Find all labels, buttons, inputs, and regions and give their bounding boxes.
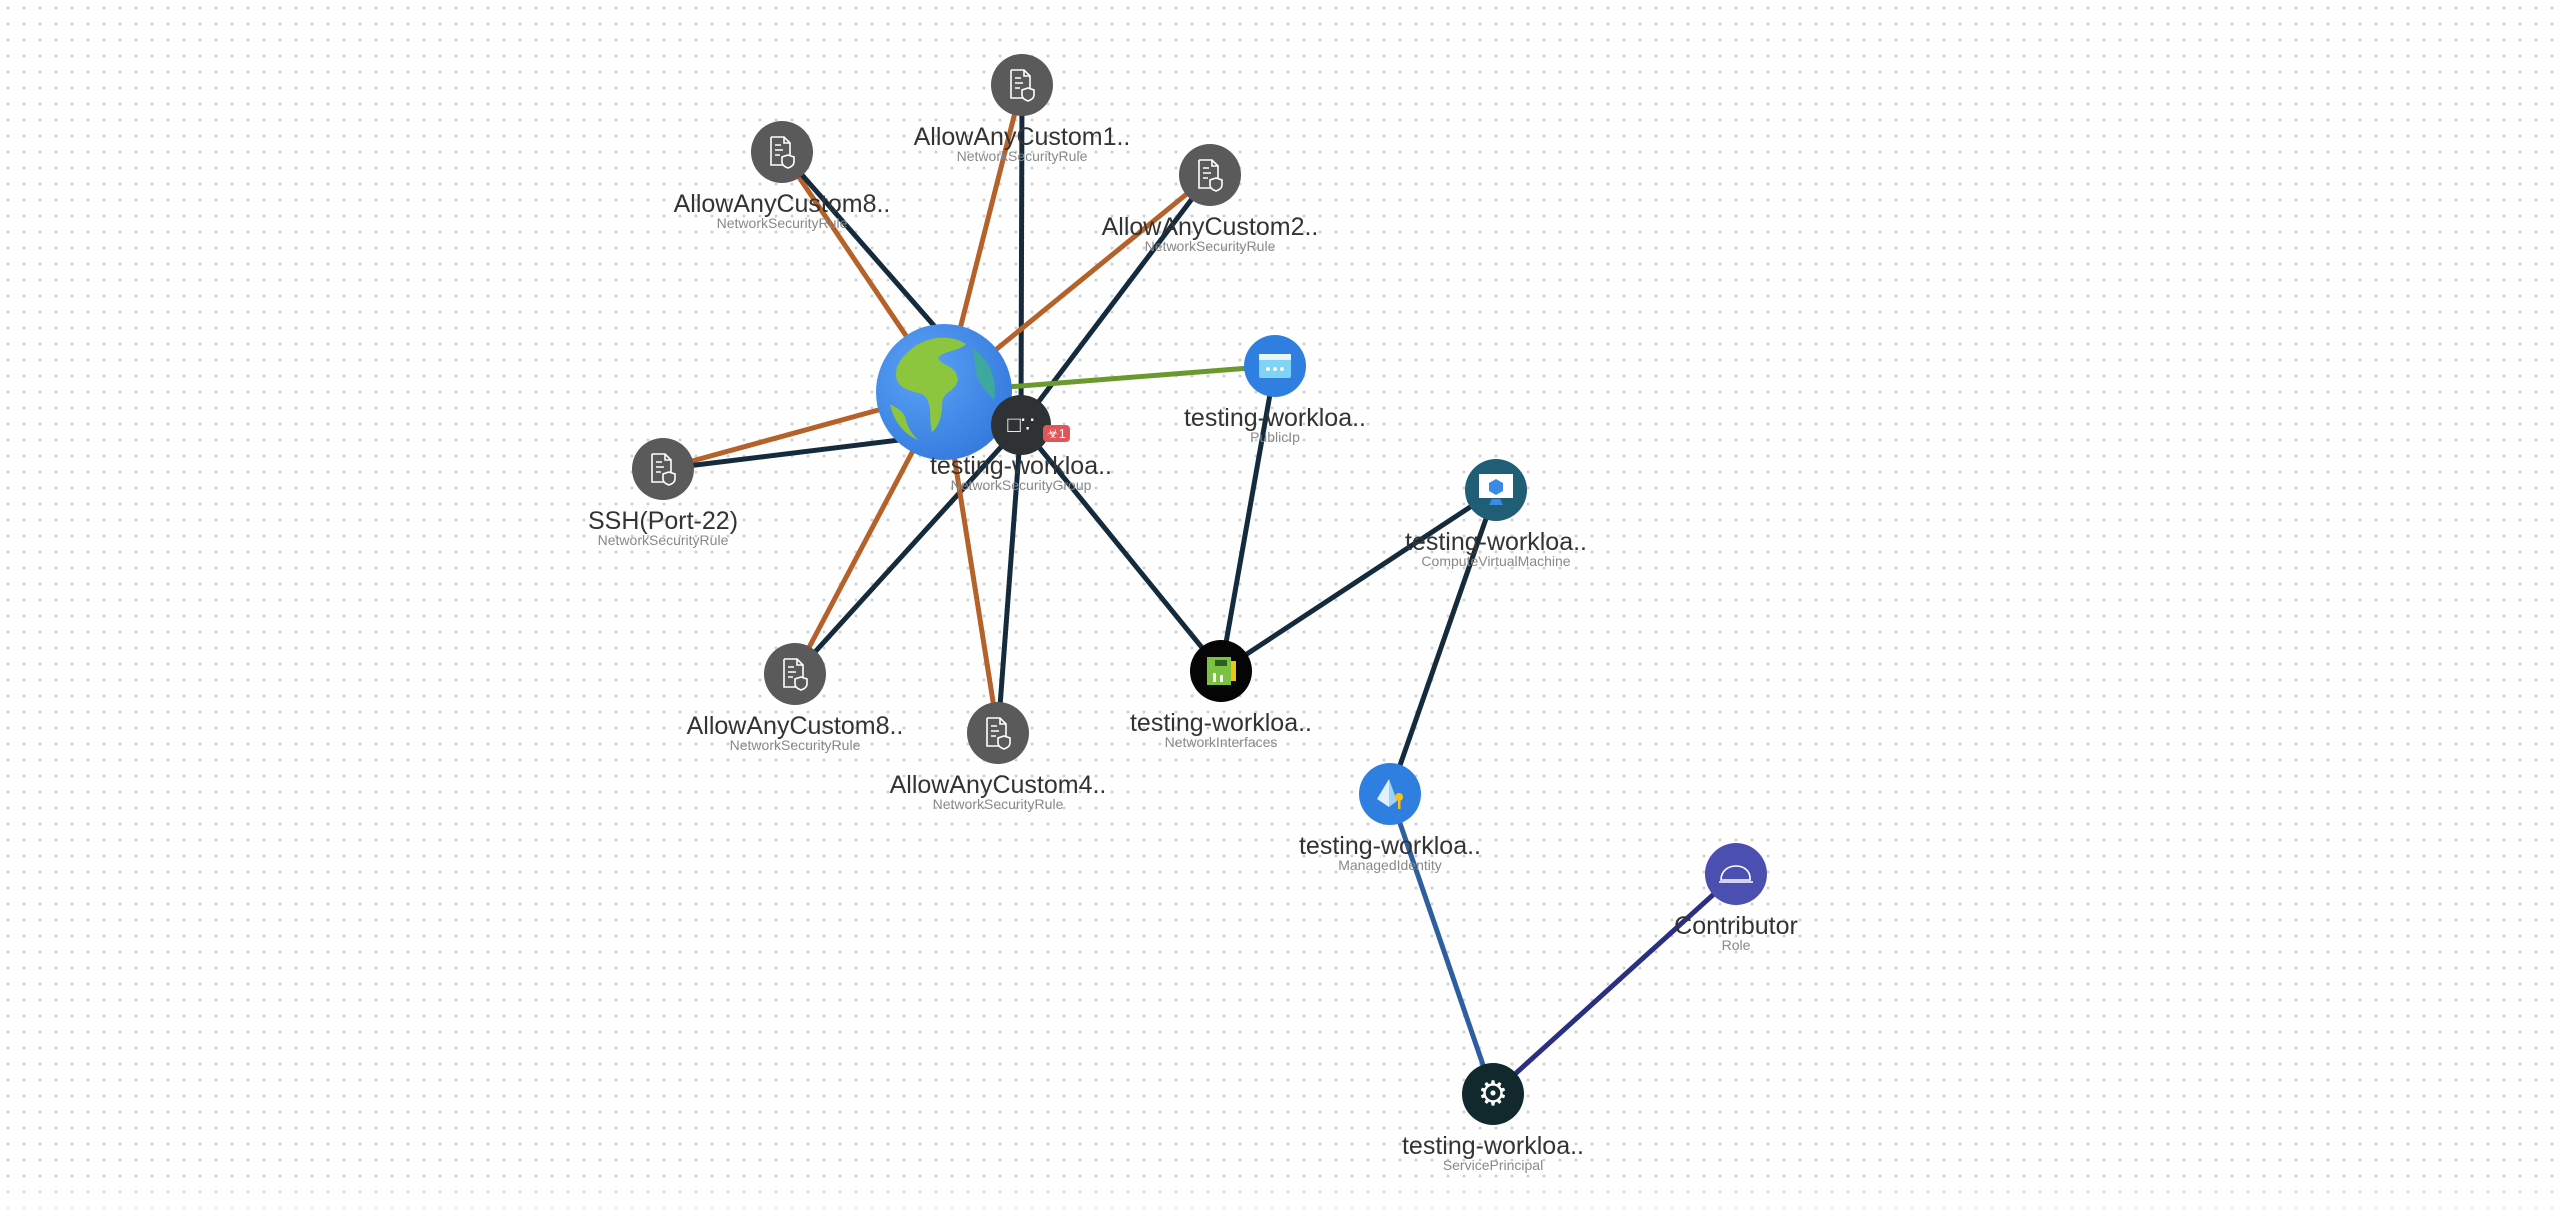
node-name: Contributor — [1674, 912, 1798, 940]
node-name: testing-workloa.. — [1401, 1132, 1585, 1160]
node-type: ManagedIdentity — [1338, 857, 1442, 873]
node-type: NetworkInterfaces — [1164, 734, 1278, 750]
security-rule-icon[interactable] — [967, 702, 1029, 764]
edge-mi-sp — [1387, 793, 1496, 1095]
node-name: AllowAnyCustom8.. — [673, 190, 891, 218]
node-type: ComputeVirtualMachine — [1421, 553, 1571, 569]
role-icon[interactable] — [1705, 843, 1767, 905]
sp-icon[interactable]: ⚙ — [1462, 1063, 1524, 1125]
bottom-fade — [0, 1185, 2560, 1225]
node-name: testing-workloa.. — [929, 452, 1113, 480]
edge-vm-mi — [1387, 489, 1499, 795]
node-type: Role — [1721, 937, 1751, 953]
edge-sp-role — [1491, 872, 1738, 1096]
pip-icon[interactable] — [1244, 335, 1306, 397]
biohazard-icon: ☣ — [1047, 426, 1059, 441]
edge-rule1-nsg — [1018, 84, 1025, 426]
node-name: testing-workloa.. — [1298, 832, 1482, 860]
node-type: NetworkSecurityRule — [1144, 238, 1276, 254]
security-rule-icon[interactable] — [751, 121, 813, 183]
node-type: NetworkSecurityRule — [956, 148, 1088, 164]
node-name: testing-workloa.. — [1404, 528, 1588, 556]
edge-rule4-nsg — [995, 424, 1024, 734]
node-type: NetworkSecurityRule — [597, 532, 729, 548]
node-name: AllowAnyCustom2.. — [1101, 213, 1319, 241]
node-type: NetworkSecurityGroup — [950, 477, 1092, 493]
edge-nic-vm — [1219, 487, 1498, 674]
mi-icon[interactable] — [1359, 763, 1421, 825]
security-rule-icon[interactable] — [632, 438, 694, 500]
node-name: SSH(Port-22) — [587, 507, 739, 535]
node-name: testing-workloa.. — [1183, 404, 1367, 432]
security-rule-icon[interactable] — [764, 643, 826, 705]
node-name: AllowAnyCustom1.. — [913, 123, 1131, 151]
node-type: NetworkSecurityRule — [932, 796, 1064, 812]
security-rule-icon[interactable] — [991, 54, 1053, 116]
node-type: NetworkSecurityRule — [716, 215, 848, 231]
alert-badge[interactable]: ☣1 — [1043, 425, 1070, 442]
edge-rule8b-nsg — [793, 423, 1023, 676]
nsg-icon[interactable]: □∵ — [991, 395, 1051, 455]
node-type: ServicePrincipal — [1442, 1157, 1544, 1173]
nic-icon[interactable] — [1190, 640, 1252, 702]
node-name: AllowAnyCustom4.. — [889, 771, 1107, 799]
security-rule-icon[interactable] — [1179, 144, 1241, 206]
node-name: AllowAnyCustom8.. — [686, 712, 904, 740]
node-type: NetworkSecurityRule — [729, 737, 861, 753]
edge-nsg-nic — [1019, 423, 1223, 673]
edge-pip-nic — [1218, 365, 1278, 672]
vm-icon[interactable] — [1465, 459, 1527, 521]
node-name: testing-workloa.. — [1129, 709, 1313, 737]
node-type: PublicIp — [1250, 429, 1300, 445]
globe-icon[interactable] — [876, 324, 1012, 460]
